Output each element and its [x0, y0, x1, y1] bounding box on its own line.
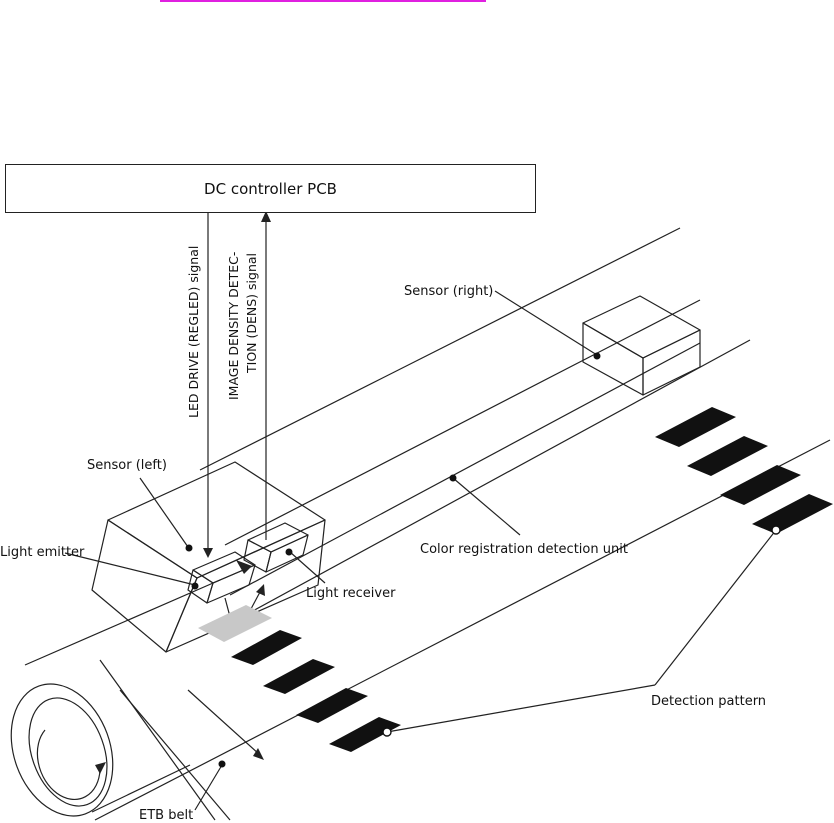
pattern-mark-right-3: [720, 465, 801, 505]
dot-unit: [449, 474, 457, 482]
belt-bottom-line-2: [119, 689, 231, 821]
dot-pattern-right: [771, 525, 781, 535]
image-density-signal-label-line1: IMAGE DENSITY DETEC-: [226, 251, 241, 400]
pattern-mark-belt-1: [231, 630, 302, 665]
pcb-label: DC controller PCB: [204, 179, 337, 198]
sensor-right-top: [582, 295, 701, 359]
light-receiver-label: Light receiver: [306, 586, 396, 601]
belt-motion-arrow-shaft: [187, 689, 261, 756]
led-drive-signal-label: LED DRIVE (REGLED) signal: [186, 245, 201, 418]
pattern-mark-right-2: [687, 436, 768, 476]
etb-belt-label: ETB belt: [139, 808, 194, 823]
unit-bottom-edge: [239, 339, 751, 619]
pattern-mark-belt-3: [296, 688, 368, 723]
receiver-top: [247, 522, 309, 553]
color-registration-unit-label: Color registration detection unit: [420, 542, 628, 557]
roller-rotation-arrow: [36, 729, 101, 801]
leader-etb-belt: [194, 764, 223, 811]
pattern-mark-right-1: [655, 407, 736, 447]
dot-pattern-left: [382, 727, 392, 737]
dot-sensor-right: [593, 352, 601, 360]
leader-sensor-right: [494, 290, 598, 356]
light-emitter-label: Light emitter: [0, 545, 85, 560]
dot-etb-belt: [218, 760, 226, 768]
sensor-left-label: Sensor (left): [87, 458, 167, 473]
image-density-signal-label-line2: TION (DENS) signal: [244, 253, 259, 373]
emitter-side: [206, 564, 256, 604]
roller-arrowhead: [95, 762, 106, 774]
belt-roller: [10, 683, 114, 817]
led-drive-arrowhead: [203, 548, 213, 558]
belt-roller-inner: [28, 697, 108, 807]
leader-light-receiver: [289, 551, 326, 584]
sensor-left-front: [91, 519, 198, 653]
leader-pattern-left: [386, 684, 656, 733]
emitter-beam-inner-arrow: [236, 560, 252, 574]
belt-top-edge: [24, 579, 221, 666]
receiver-beam-arrowhead: [256, 584, 265, 596]
unit-mid-edge: [224, 299, 701, 546]
density-arrowhead: [261, 211, 271, 222]
header-link-underline: [160, 0, 486, 2]
dc-controller-pcb: DC controller PCB: [5, 164, 536, 213]
sensor-right-side: [642, 329, 701, 396]
belt-bottom-line-3: [99, 659, 216, 821]
unit-top-edge: [199, 227, 681, 471]
dot-light-emitter: [191, 582, 199, 590]
leader-light-emitter: [64, 552, 196, 586]
pattern-mark-belt-2: [263, 659, 335, 694]
sensor-right-label: Sensor (right): [404, 284, 494, 299]
pattern-mark-belt-4: [329, 717, 401, 752]
belt-bottom-line-1: [91, 764, 191, 813]
pattern-mark-right-4: [752, 494, 833, 534]
leader-sensor-left: [139, 477, 189, 548]
dot-sensor-left: [185, 544, 193, 552]
receiver-side: [265, 534, 309, 573]
belt-motion-arrowhead: [253, 748, 264, 760]
leader-unit: [452, 477, 521, 536]
detection-pattern-label: Detection pattern: [651, 694, 767, 709]
dot-light-receiver: [285, 548, 293, 556]
leader-pattern-right: [654, 529, 777, 686]
sensor-left-side: [165, 519, 326, 653]
belt-front-edge: [94, 439, 831, 821]
unit-lower-edge: [229, 342, 701, 596]
light-spot: [198, 605, 272, 642]
